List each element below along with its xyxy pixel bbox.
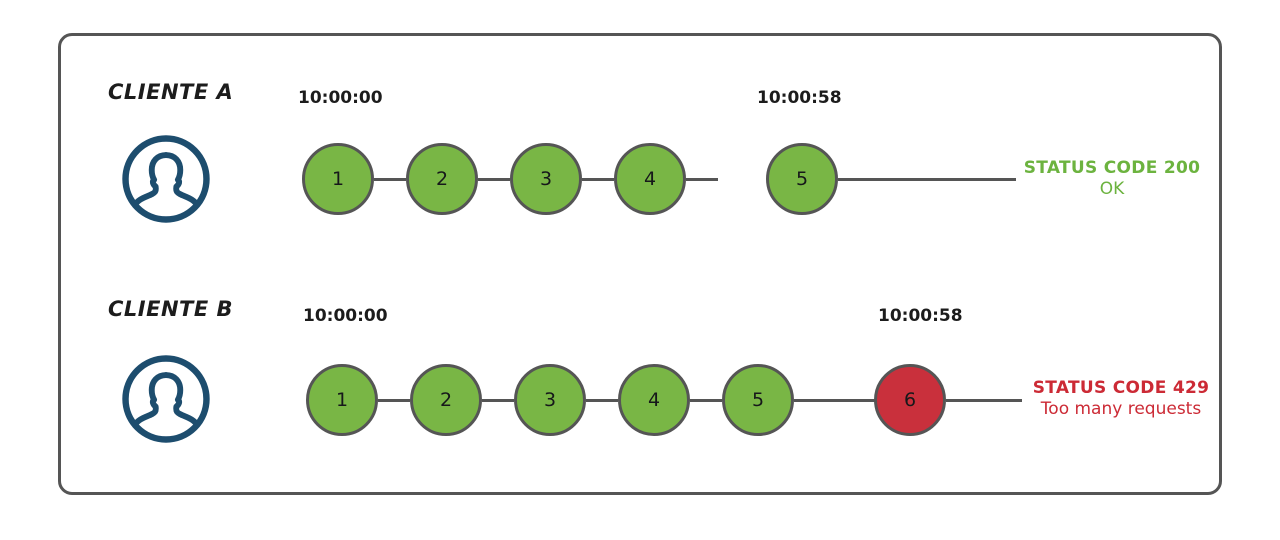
request-node-label: 5 (795, 168, 809, 190)
status-badge-b: STATUS CODE 429 Too many requests (1028, 378, 1214, 421)
user-avatar-icon (120, 353, 212, 445)
status-badge-a: STATUS CODE 200 OK (1022, 158, 1202, 201)
user-avatar-glyph (122, 135, 210, 223)
request-node[interactable]: 4 (618, 364, 690, 436)
client-b-label: CLIENTE B (108, 297, 234, 321)
request-node[interactable]: 3 (514, 364, 586, 436)
connector-b-3 (586, 399, 618, 402)
client-b-start-time: 10:00:00 (303, 306, 388, 326)
status-code-line: STATUS CODE 200 (1023, 158, 1201, 178)
request-node-blocked[interactable]: 6 (874, 364, 946, 436)
request-node[interactable]: 1 (306, 364, 378, 436)
request-node-label: 1 (331, 168, 345, 190)
user-avatar-icon (120, 133, 212, 225)
connector-b-2 (482, 399, 514, 402)
request-node-label: 5 (751, 389, 765, 411)
request-node-label: 2 (439, 389, 453, 411)
request-node[interactable]: 5 (722, 364, 794, 436)
request-node[interactable]: 1 (302, 143, 374, 215)
client-a-label: CLIENTE A (108, 80, 234, 104)
user-avatar-glyph (122, 355, 210, 443)
connector-a-tail (838, 178, 1016, 181)
connector-a-4 (686, 178, 718, 181)
request-node-label: 4 (643, 168, 657, 190)
request-node-label: 6 (903, 389, 917, 411)
connector-b-tail (946, 399, 1022, 402)
status-text-line: Too many requests (1040, 399, 1202, 420)
request-node-label: 4 (647, 389, 661, 411)
status-code-line: STATUS CODE 429 (1032, 378, 1210, 398)
request-node[interactable]: 3 (510, 143, 582, 215)
connector-a-2 (478, 178, 510, 181)
request-node[interactable]: 4 (614, 143, 686, 215)
request-node[interactable]: 2 (410, 364, 482, 436)
connector-b-5 (794, 399, 876, 402)
request-node[interactable]: 2 (406, 143, 478, 215)
client-b-end-time: 10:00:58 (878, 306, 963, 326)
connector-b-1 (378, 399, 410, 402)
request-node[interactable]: 5 (766, 143, 838, 215)
connector-a-3 (582, 178, 614, 181)
request-node-label: 1 (335, 389, 349, 411)
request-node-label: 2 (435, 168, 449, 190)
connector-a-1 (374, 178, 406, 181)
connector-b-4 (690, 399, 722, 402)
client-a-start-time: 10:00:00 (298, 88, 383, 108)
status-text-line: OK (1099, 179, 1125, 200)
request-node-label: 3 (539, 168, 553, 190)
request-node-label: 3 (543, 389, 557, 411)
client-a-end-time: 10:00:58 (757, 88, 842, 108)
